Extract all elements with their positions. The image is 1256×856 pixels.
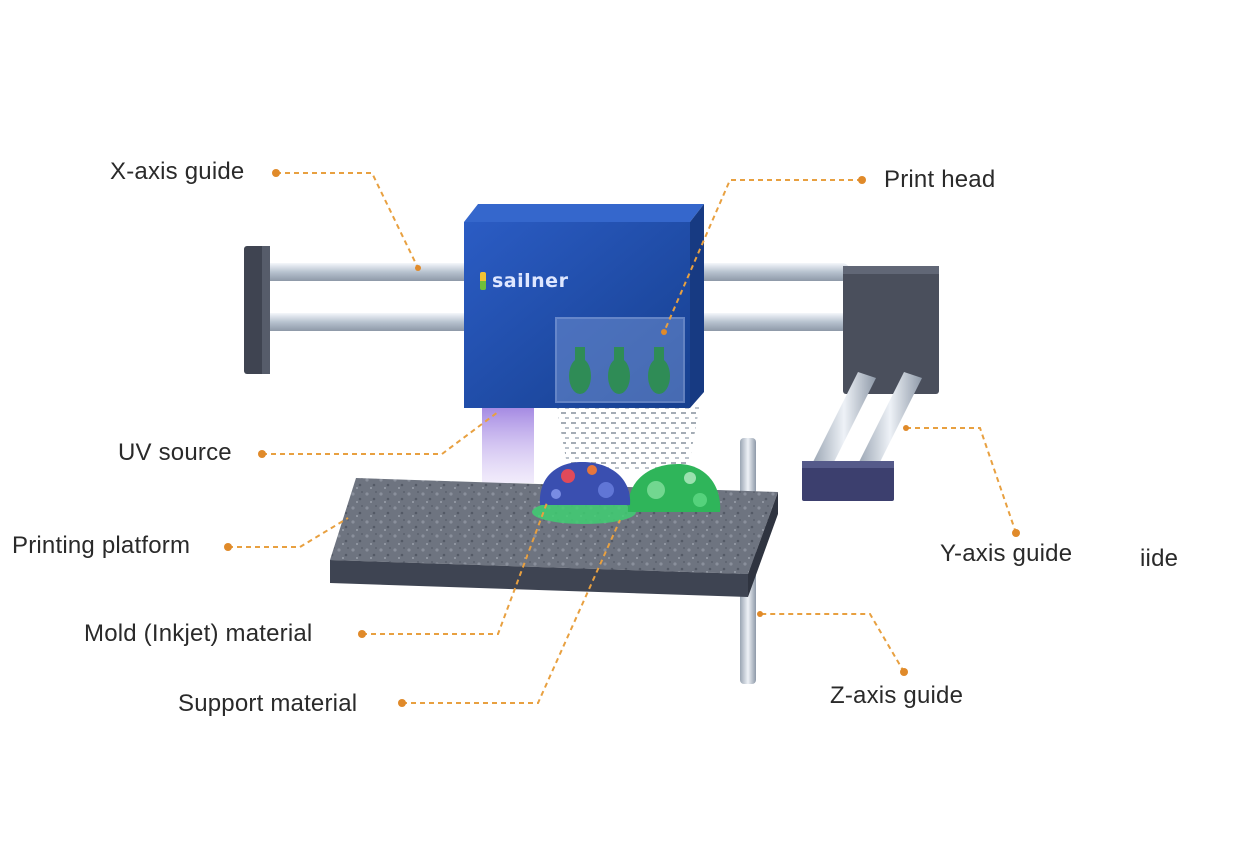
y-axis-guide-rails [812, 372, 922, 470]
label-cut-off-fragment: iide [1140, 545, 1179, 572]
label-mold-material: Mold (Inkjet) material [84, 620, 313, 647]
brand-mark-icon [480, 272, 486, 290]
brand-name: sailner [492, 270, 569, 292]
brand-logo: sailner [480, 270, 568, 292]
support-material-part [532, 464, 721, 524]
label-uv-source: UV source [118, 439, 232, 466]
label-y-axis-guide: Y-axis guide [940, 540, 1073, 567]
leader-y-axis [906, 427, 1017, 534]
y-axis-carriage-block [843, 266, 939, 394]
label-print-head: Print head [884, 166, 996, 193]
leader-mold [362, 499, 549, 635]
uv-light-beam [482, 405, 534, 483]
label-z-axis-guide: Z-axis guide [830, 682, 964, 709]
leader-support [402, 519, 621, 704]
leader-z-axis [760, 613, 905, 673]
y-axis-end-block [802, 461, 894, 501]
label-printing-platform: Printing platform [12, 532, 191, 559]
leader-printing-platform [228, 517, 349, 548]
print-head-nozzles [569, 347, 670, 394]
leader-lines [228, 172, 1017, 704]
x-axis-left-bracket [244, 246, 270, 374]
leader-uv-source [262, 411, 499, 455]
mold-material-part [539, 462, 631, 505]
label-support-material: Support material [178, 690, 358, 717]
ink-spray [556, 404, 700, 470]
label-x-axis-guide: X-axis guide [110, 158, 245, 185]
leader-x-axis [276, 172, 419, 269]
leader-dots [224, 169, 1020, 707]
